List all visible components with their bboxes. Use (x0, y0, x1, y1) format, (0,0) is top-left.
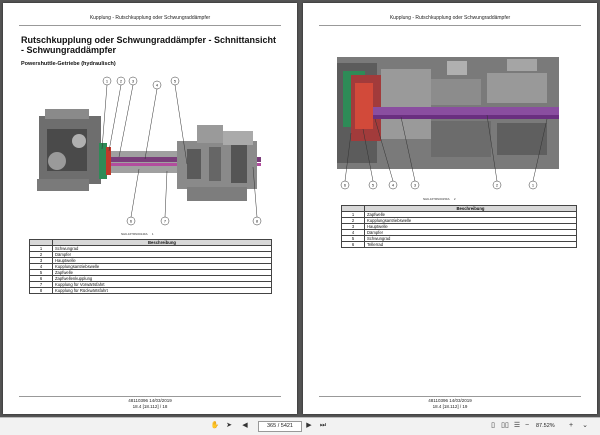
cutaway-illustration-2: 6 5 4 3 2 1 (337, 49, 559, 195)
callout-label: 5 (174, 79, 177, 84)
footer-divider (19, 396, 281, 397)
zoom-menu-icon[interactable]: ⌄ (582, 422, 588, 429)
figure-code: NHIL16TRN0015FA (423, 197, 450, 201)
callout-label: 6 (130, 219, 133, 224)
callout-label: 1 (532, 183, 535, 188)
two-page-icon[interactable]: ▯▯ (501, 422, 509, 429)
running-head: Kupplung - Rutschkupplung oder Schwungra… (389, 15, 511, 21)
document-viewport[interactable]: Kupplung - Rutschkupplung oder Schwungra… (0, 0, 600, 417)
zoom-out-icon[interactable]: − (524, 422, 530, 429)
flywheel (99, 143, 107, 179)
header-divider (19, 25, 281, 26)
prev-page-icon[interactable]: ◀ (242, 422, 248, 429)
hand-icon[interactable]: ✋ (210, 422, 220, 429)
document-page-left: Kupplung - Rutschkupplung oder Schwungra… (3, 3, 297, 414)
footer-page-ref: 18.4 [18.112] / 18 (132, 404, 168, 409)
callout-label: 4 (392, 183, 395, 188)
viewer-statusbar: ✋ ➤ ◀ 365 / 5421 ▶ ⏭ ▯ ▯▯ ☰ − 87.52% + ⌄ (0, 417, 600, 435)
callout-label: 4 (156, 83, 159, 88)
callout-label: 2 (120, 79, 123, 84)
figure-number: 1 (151, 232, 154, 236)
page-subtitle: Powershuttle-Getriebe (hydraulisch) (21, 61, 116, 67)
figure-caption: NHIL16TRN0015FA 2 (423, 197, 456, 201)
callout-label: 7 (164, 219, 167, 224)
callout-label: 6 (344, 183, 347, 188)
page-title: Rutschkupplung oder Schwungraddämpfer - … (21, 35, 277, 55)
footer-divider (319, 396, 581, 397)
pto-shaft-section (373, 107, 559, 115)
damper (106, 147, 111, 175)
header-divider (319, 25, 581, 26)
figure-number: 2 (453, 197, 456, 201)
footer-doc-id: 48110396 14/03/2019 (128, 398, 172, 403)
running-head: Kupplung - Rutschkupplung oder Schwungra… (89, 15, 211, 21)
zoom-in-icon[interactable]: + (568, 422, 574, 429)
page-number-input[interactable]: 365 / 5421 (258, 421, 302, 432)
continuous-icon[interactable]: ☰ (513, 422, 521, 429)
figure-caption: NHIL16TRN0014FA 1 (121, 232, 154, 236)
footer-page-ref: 18.4 [18.112] / 19 (432, 404, 468, 409)
callout-label: 5 (372, 183, 375, 188)
zoom-level[interactable]: 87.52% (536, 423, 555, 429)
footer-doc-id: 48110396 14/03/2019 (428, 398, 472, 403)
page-footer: 48110396 14/03/2019 18.4 [18.112] / 19 (303, 398, 597, 410)
cutaway-illustration-1: 1 2 3 4 5 6 7 8 (27, 71, 277, 233)
figure-code: NHIL16TRN0014FA (121, 232, 148, 236)
single-page-icon[interactable]: ▯ (491, 422, 495, 429)
page-footer: 48110396 14/03/2019 18.4 [18.112] / 18 (3, 398, 297, 410)
callout-label: 3 (414, 183, 417, 188)
callout-label: 1 (106, 79, 109, 84)
damper-section (355, 83, 373, 129)
last-page-icon[interactable]: ⏭ (319, 422, 327, 429)
drive-shaft-section (373, 115, 559, 119)
document-page-right: Kupplung - Rutschkupplung oder Schwungra… (303, 3, 597, 414)
callout-label: 2 (496, 183, 499, 188)
callout-label: 8 (256, 219, 259, 224)
pointer-icon[interactable]: ➤ (226, 422, 232, 429)
callout-label: 3 (132, 79, 135, 84)
next-page-icon[interactable]: ▶ (306, 422, 312, 429)
